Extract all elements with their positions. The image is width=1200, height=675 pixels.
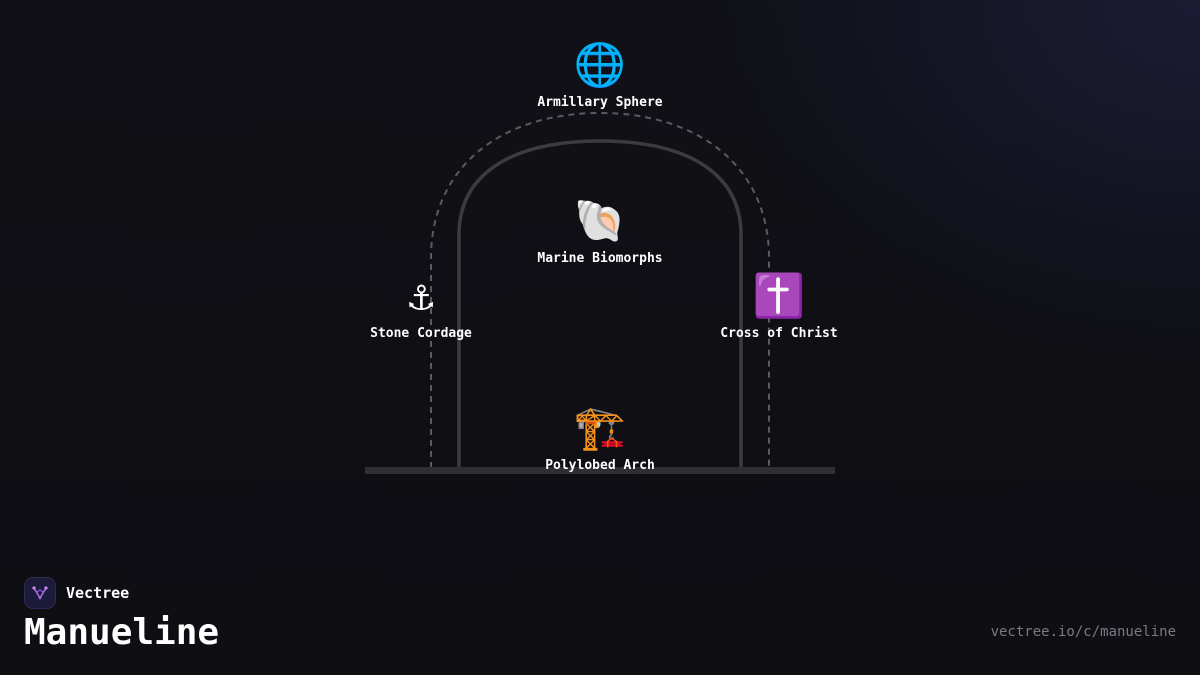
node-armillary-sphere[interactable]: 🌐 Armillary Sphere — [490, 40, 710, 111]
node-marine-biomorphs[interactable]: 🐚 Marine Biomorphs — [490, 196, 710, 267]
construction-crane-icon: 🏗️ — [573, 403, 627, 452]
spiral-shell-icon: 🐚 — [573, 196, 627, 245]
node-label: Armillary Sphere — [537, 95, 663, 110]
brand-name: Vectree — [66, 584, 130, 602]
node-label: Stone Cordage — [370, 326, 472, 341]
page-title: Manueline — [24, 612, 220, 653]
node-polylobed-arch[interactable]: 🏗️ Polylobed Arch — [490, 403, 710, 474]
brand[interactable]: Vectree — [24, 577, 129, 609]
anchor-icon: ⚓ — [408, 271, 434, 320]
node-label: Polylobed Arch — [545, 458, 655, 473]
node-stone-cordage[interactable]: ⚓ Stone Cordage — [311, 271, 531, 342]
outer-dashed-arch — [430, 111, 770, 468]
node-label: Marine Biomorphs — [537, 251, 663, 266]
ground-line — [365, 467, 835, 474]
globe-icon: 🌐 — [573, 40, 627, 89]
vectree-logo-icon — [24, 577, 56, 609]
page-url[interactable]: vectree.io/c/manueline — [990, 624, 1176, 640]
inner-solid-arch — [457, 139, 743, 468]
latin-cross-icon: ✝️ — [752, 271, 806, 320]
node-cross-of-christ[interactable]: ✝️ Cross of Christ — [669, 271, 889, 342]
node-label: Cross of Christ — [720, 326, 838, 341]
